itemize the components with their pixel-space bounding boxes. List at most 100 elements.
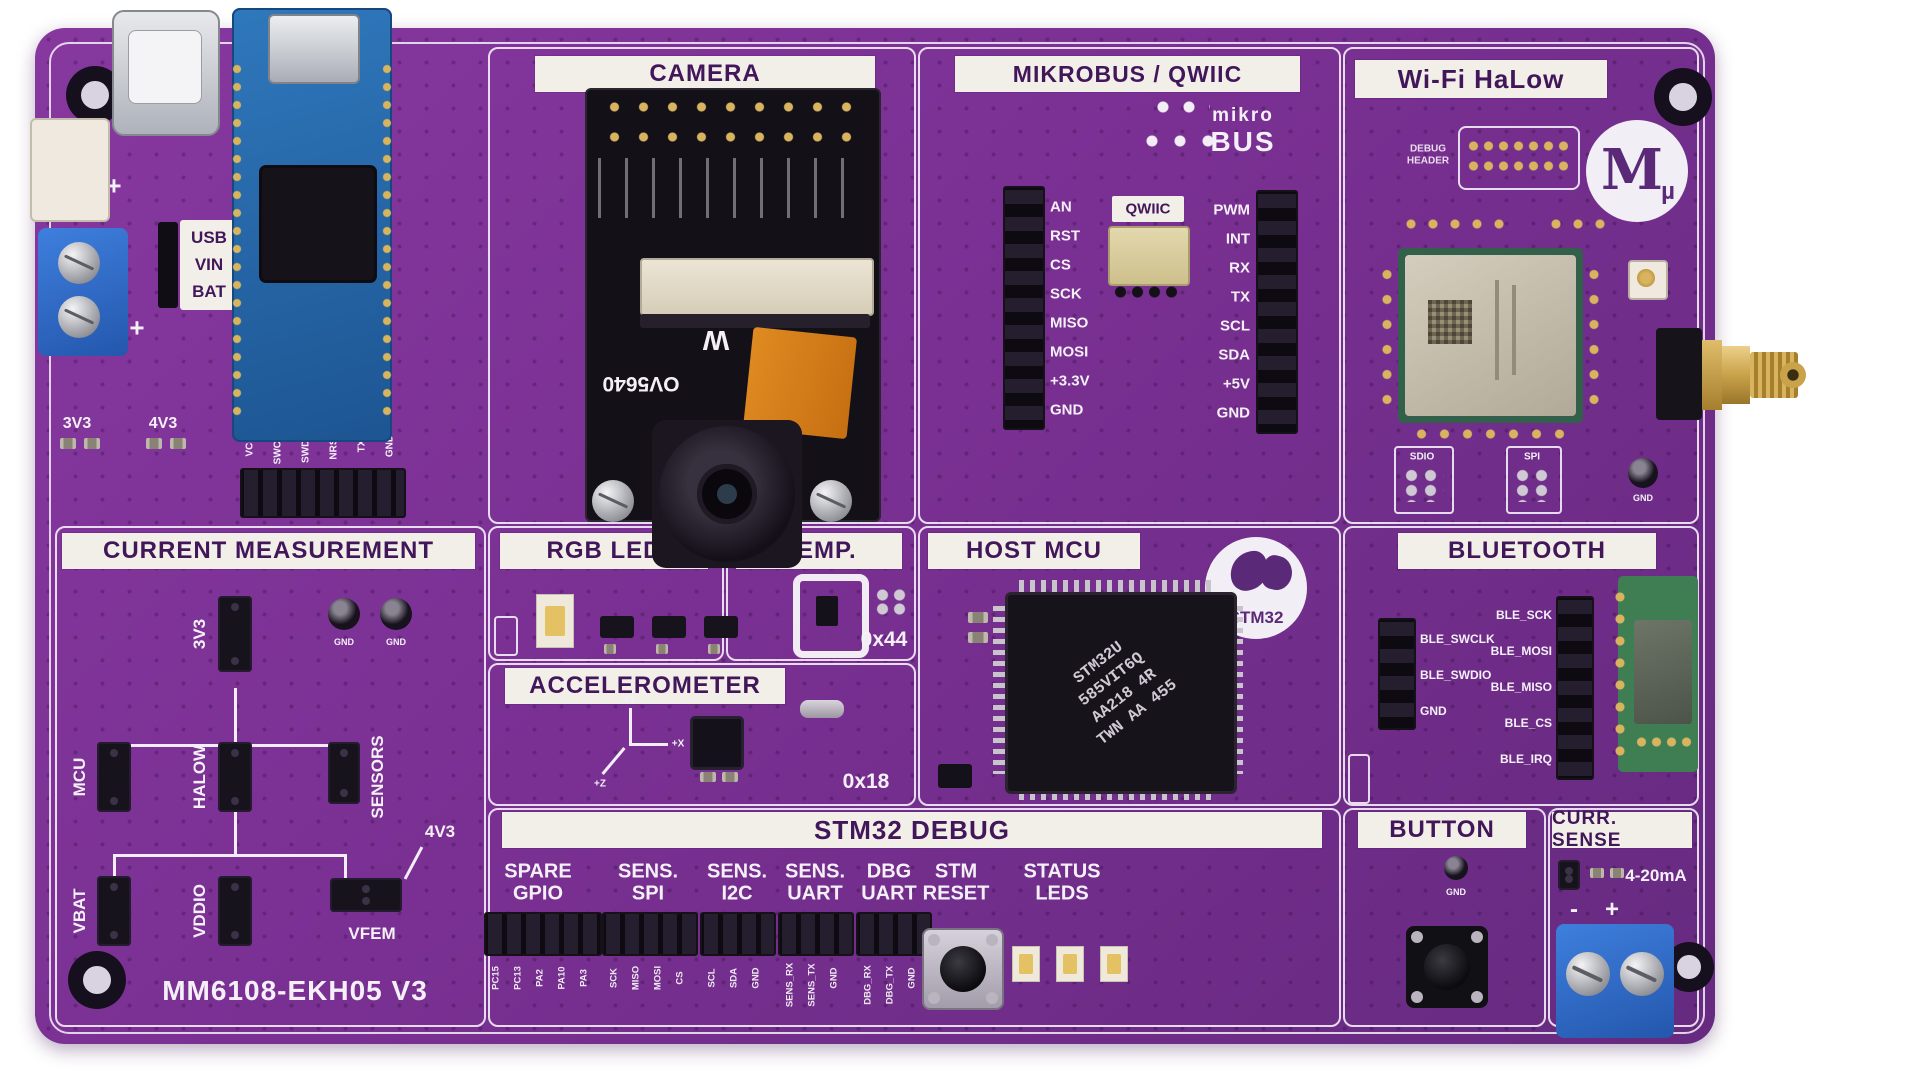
jumper-mcu-label: MCU (70, 757, 89, 797)
sma-hex-nut (1722, 346, 1750, 404)
debug-pin-label: CS (674, 971, 686, 985)
debug-pin-label: GND (828, 967, 840, 989)
pad-outline (1348, 754, 1370, 804)
jumper-vddio-label: VDDIO (190, 884, 209, 938)
resistor (170, 438, 186, 449)
gnd-testpoint (380, 598, 412, 630)
sma-body (1656, 328, 1702, 420)
mikrobus-pin-label: INT (1225, 230, 1250, 248)
camera-screw (810, 480, 852, 522)
jumper-vbat-label: VBAT (70, 888, 89, 934)
power-select-vin: VIN (194, 255, 224, 274)
module-pins-left (1381, 262, 1393, 412)
module-castellation-right (382, 60, 392, 420)
camera-aperture (717, 484, 737, 504)
terminal-plus-mark: + (129, 312, 145, 343)
qwiic-connector (1108, 226, 1190, 286)
accel-title: ACCELEROMETER (505, 668, 785, 704)
accel-axis-y-label: +Y (623, 694, 637, 706)
capacitor (700, 772, 716, 782)
qfp-pins-left (993, 606, 1005, 774)
debug-pin-label: PA2 (534, 969, 546, 987)
mounting-hole (68, 951, 126, 1009)
module-mcu-chip (262, 168, 374, 280)
spare-gpio-header (484, 912, 602, 956)
resistor (146, 438, 162, 449)
debug-group-label: GPIO (512, 882, 564, 905)
wifi-debug-header-pins (1466, 136, 1568, 176)
temp-sensor-outline (793, 574, 869, 658)
capacitor (722, 772, 738, 782)
button-title: BUTTON (1358, 812, 1526, 848)
debug-group-label: STATUS (1023, 860, 1101, 883)
debug-pin-label: PA3 (578, 969, 590, 987)
gold-pads (1545, 218, 1615, 230)
debug-group-label: SPARE (504, 860, 572, 883)
waveshare-logo: W (702, 325, 730, 356)
sdio-label: SDIO (1409, 451, 1435, 463)
module-microtext (1512, 285, 1516, 375)
gnd-testpoint (1444, 856, 1468, 880)
mikrobus-right-header (1256, 190, 1298, 434)
sdio-pad-box (1394, 446, 1454, 514)
mikrobus-logo-dots (1138, 134, 1222, 148)
bt-module-pads (1634, 736, 1692, 748)
accelerometer-chip (690, 716, 744, 770)
debug-pin-label: PC15 (490, 966, 502, 990)
bt-pin-label: BLE_SWDIO (1420, 668, 1492, 682)
spi-pads (1513, 468, 1553, 502)
resistor (708, 644, 720, 654)
sens-spi-header (602, 912, 698, 956)
power-select-bat: BAT (192, 282, 226, 301)
resistor (656, 644, 668, 654)
gnd-testpoint (328, 598, 360, 630)
module-debug-header (240, 468, 406, 518)
camera-ffc-latch (640, 314, 870, 328)
mikrobus-pin-label: CS (1050, 256, 1071, 274)
mikrobus-pin-label: SDA (1218, 346, 1250, 364)
debug-pin-label: DBG_TX (884, 965, 896, 1005)
module-pins-bottom (1410, 428, 1570, 440)
debug-pin-label: SENS_RX (784, 962, 796, 1008)
debug-pin-label: MISO (630, 965, 642, 991)
debug-group-label: UART (787, 882, 843, 905)
qfp-pins-top (1019, 580, 1217, 592)
usb-c-opening (128, 30, 202, 104)
capacitor (968, 612, 988, 623)
power-select-header (158, 222, 178, 308)
pads (874, 588, 908, 616)
gnd-testpoint (1628, 458, 1658, 488)
sma-flange (1702, 340, 1722, 410)
module-pins-right (1588, 262, 1600, 412)
debug-pin-label: MOSI (652, 965, 664, 991)
debug-pin-label: SCL (706, 968, 718, 988)
gnd-label: GND (386, 637, 406, 647)
currsense-title: CURR. SENSE (1552, 808, 1692, 851)
accel-axis-x-label: +X (671, 738, 685, 750)
debug-group-label: SENS. (617, 860, 679, 883)
stm-reset-button (922, 928, 1004, 1010)
resistor (1590, 868, 1604, 878)
jumper-3v3-label: 3V3 (190, 618, 209, 650)
jumper-halow-label: HALOW (190, 744, 209, 810)
micro-usb-connector (268, 14, 360, 84)
crystal (800, 700, 844, 718)
jumper-vfem (330, 878, 402, 912)
trace (113, 856, 116, 878)
section-host-mcu (918, 526, 1341, 806)
bt-module-shield (1634, 620, 1692, 724)
wifi-debug-header-outline (1458, 126, 1580, 190)
jumper-sensors (328, 742, 360, 804)
debug-pin-label: SDA (728, 967, 740, 989)
debug-pin-label: GND (906, 967, 918, 989)
power-select-usb: USB (191, 228, 227, 247)
section-accelerometer (488, 663, 916, 806)
mikrobus-pin-label: +5V (1222, 375, 1250, 393)
wifi-debug-label-2: HEADER (1406, 155, 1450, 167)
user-button-cap (1424, 944, 1470, 990)
mikrobus-pin-label: +3.3V (1050, 372, 1090, 390)
sma-tip (1780, 362, 1806, 388)
transistor (652, 616, 686, 638)
mikrobus-pin-label: SCK (1050, 285, 1082, 303)
camera-title: CAMERA (535, 56, 875, 92)
